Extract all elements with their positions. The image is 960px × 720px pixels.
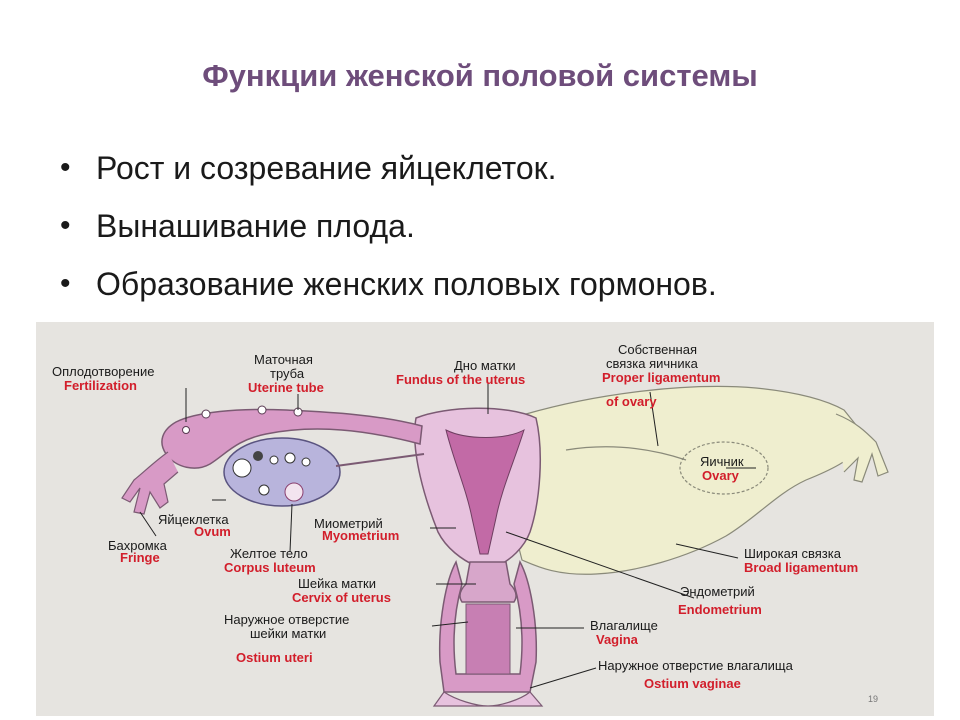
label-proper-lig-la-2: of ovary	[606, 394, 657, 409]
label-vagina-la: Vagina	[596, 632, 639, 647]
vaginal-canal-shape	[465, 603, 511, 675]
ovarian-ligament-shape	[335, 453, 425, 467]
label-ovum-ru: Яйцеклетка	[158, 512, 229, 527]
label-broad-ru: Широкая связка	[744, 546, 842, 561]
ovum-shape	[201, 409, 211, 419]
label-ovum-la: Ovum	[194, 524, 231, 539]
label-fringe-ru: Бахромка	[108, 538, 168, 553]
cervix-shape	[459, 561, 517, 603]
uterine-cavity-shape	[445, 428, 525, 555]
label-corpus-ru: Желтое тело	[230, 546, 308, 561]
label-proper-lig-la-1: Proper ligamentum	[602, 370, 720, 385]
label-fertilization-la: Fertilization	[64, 378, 137, 393]
label-ovary-la: Ovary	[702, 468, 740, 483]
label-ovary-ru: Яичник	[700, 454, 744, 469]
follicle-shape	[232, 458, 252, 478]
label-endometrium-ru: Эндометрий	[680, 584, 755, 599]
corpus-luteum-shape	[284, 482, 304, 502]
label-fringe-la: Fringe	[120, 550, 160, 565]
bullet-list: Рост и созревание яйцеклеток. Вынашивани…	[58, 148, 717, 322]
bullet-item: Образование женских половых гормонов.	[58, 264, 717, 304]
label-myometrium-la: Myometrium	[322, 528, 399, 543]
label-proper-lig-ru-2: связка яичника	[606, 356, 699, 371]
right-ovary-shape	[679, 441, 769, 495]
bullet-item: Рост и созревание яйцеклеток.	[58, 148, 717, 188]
ovum-shape	[257, 405, 267, 415]
follicle-shape	[253, 451, 263, 461]
label-uterine-tube-ru-1: Маточная	[254, 352, 313, 367]
label-uterine-tube-la: Uterine tube	[248, 380, 324, 395]
label-uterine-tube-ru-2: труба	[270, 366, 305, 381]
label-proper-lig-ru-1: Собственная	[618, 342, 697, 357]
ovum-shape	[182, 426, 190, 434]
bullet-item: Вынашивание плода.	[58, 206, 717, 246]
follicle-shape	[284, 452, 296, 464]
slide-title: Функции женской половой системы	[202, 58, 758, 93]
vestibule-shape	[432, 691, 544, 707]
follicle-shape	[269, 455, 279, 465]
label-fertilization-ru: Оплодотворение	[52, 364, 154, 379]
vagina-shape	[438, 560, 538, 693]
proper-ligament-shape	[565, 446, 687, 461]
label-cervix-ru: Шейка матки	[298, 576, 376, 591]
left-ovary-shape	[223, 437, 341, 507]
label-endometrium-la: Endometrium	[678, 602, 762, 617]
left-fimbriae-shape	[121, 451, 179, 515]
label-vagina-ru: Влагалище	[590, 618, 658, 633]
right-fimbriae-shape	[835, 413, 889, 483]
follicle-shape	[258, 484, 270, 496]
label-os-vag-la: Ostium vaginae	[644, 676, 741, 691]
label-cervix-la: Cervix of uterus	[292, 590, 391, 605]
label-os-uteri-ru-2: шейки матки	[250, 626, 326, 641]
label-myometrium-ru: Миометрий	[314, 516, 383, 531]
follicle-shape	[301, 457, 311, 467]
reproductive-system-diagram: Оплодотворение Fertilization Маточная тр…	[36, 322, 934, 716]
label-fundus-ru: Дно матки	[454, 358, 516, 373]
label-broad-la: Broad ligamentum	[744, 560, 858, 575]
label-os-uteri-ru-1: Наружное отверстие	[224, 612, 349, 627]
label-fundus-la: Fundus of the uterus	[396, 372, 525, 387]
page-number: 19	[868, 694, 878, 704]
label-corpus-la: Corpus luteum	[224, 560, 316, 575]
label-os-uteri-la: Ostium uteri	[236, 650, 313, 665]
label-os-vag-ru: Наружное отверстие влагалища	[598, 658, 794, 673]
